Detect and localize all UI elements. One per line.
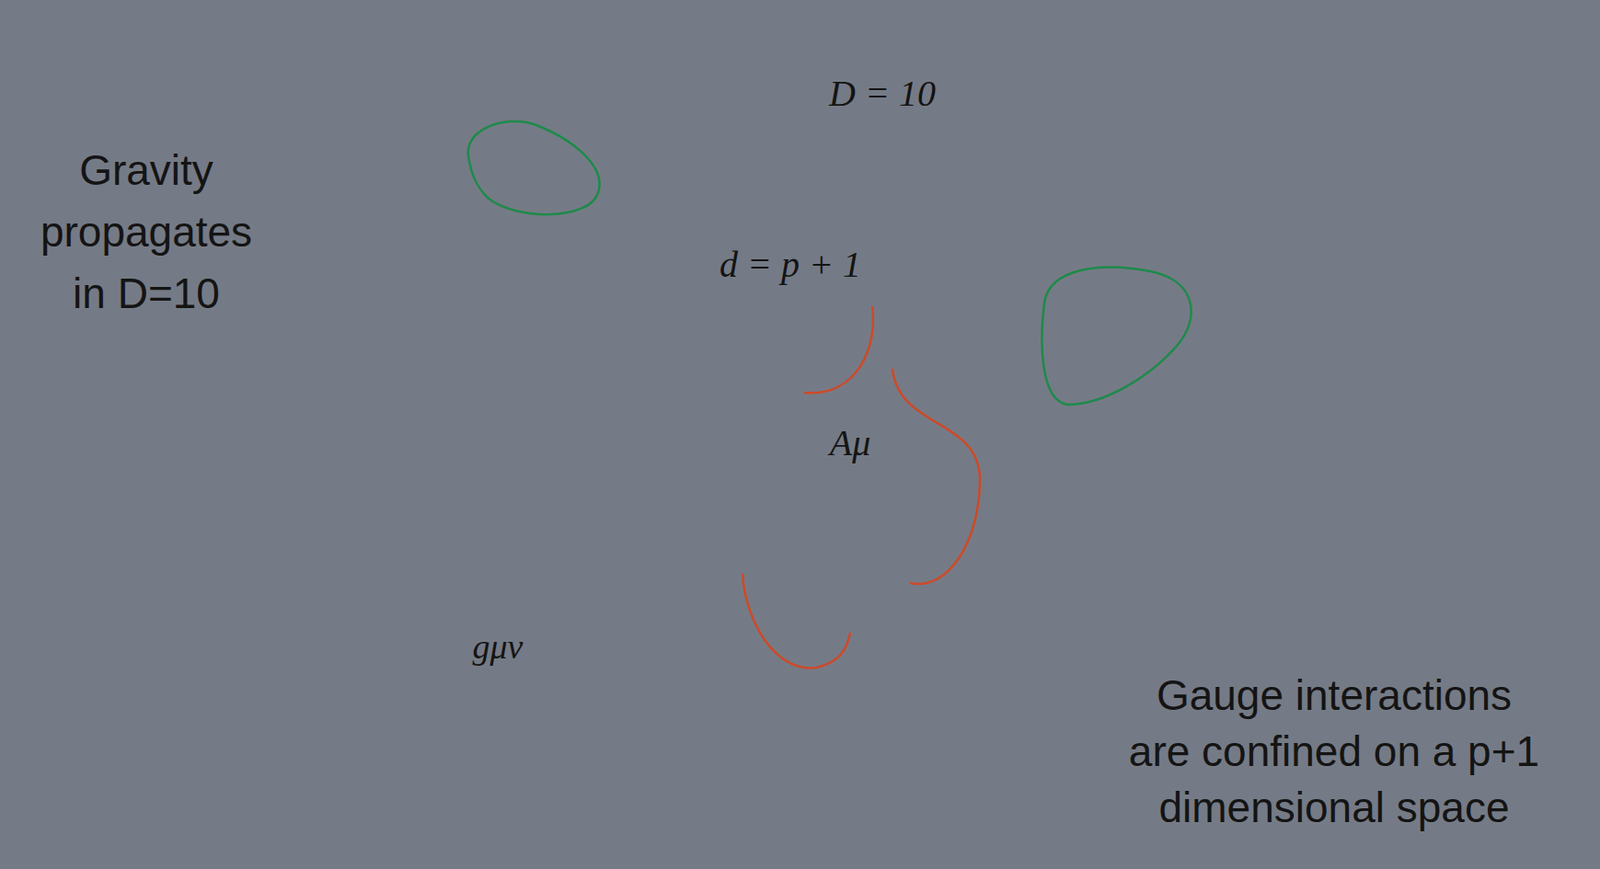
closed-string [1042,267,1192,405]
math-label: D = 10 [828,73,936,115]
brane-sheet [658,188,924,796]
math-label: gμν [472,628,524,668]
math-label: Aμ [829,423,872,464]
brane-sheet [668,198,934,806]
caption-note: Gauge interactions are confined on a p+1… [1076,667,1592,837]
open-string [892,368,980,585]
d-brane: d = p + 1 Aμ [644,174,957,829]
open-string [742,574,851,668]
closed-string-node: gμν [423,577,567,722]
brane-sheet [679,208,944,817]
open-string [804,306,874,393]
closed-string [432,587,555,716]
caption-note: Gravity propagates in D=10 [8,139,285,325]
closed-string [468,121,600,215]
math-label: d = p + 1 [719,244,862,286]
